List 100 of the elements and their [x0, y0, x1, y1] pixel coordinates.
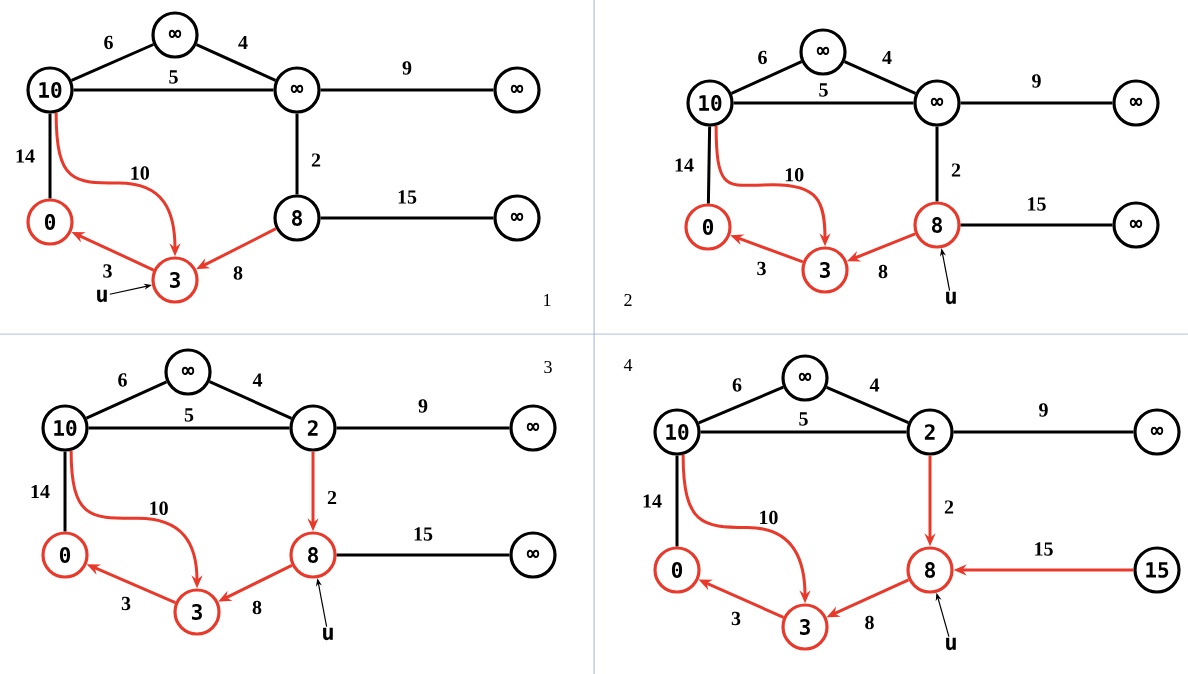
graph-edge [733, 101, 914, 105]
edge-label: 8 [877, 263, 889, 280]
graph-node: 8 [289, 531, 337, 579]
edge-label: 9 [401, 60, 413, 76]
pointer-label: u [97, 289, 107, 303]
graph-edge [320, 216, 494, 220]
graph-edge [953, 430, 1134, 434]
edge-label: 6 [731, 377, 743, 393]
graph-node: 8 [913, 201, 961, 249]
edge-label: 15 [396, 189, 418, 205]
edge-label: 14 [641, 493, 663, 509]
graph-node: 8 [273, 194, 321, 242]
edge-label: 15 [1032, 541, 1055, 557]
edge-label: 2 [943, 499, 955, 515]
edge-label: 14 [673, 157, 695, 173]
edge-label: 4 [251, 372, 264, 388]
graph-node: 3 [173, 588, 221, 636]
edge-label: 14 [29, 483, 51, 500]
edge-label: 6 [116, 372, 129, 388]
edge-label: 3 [120, 595, 132, 612]
graph-edge [700, 430, 907, 434]
graph-node: ∞ [1112, 79, 1160, 127]
graph-edge [336, 553, 510, 557]
graph-node: 3 [801, 246, 849, 294]
graph-edge [960, 223, 1113, 227]
edge-label: 9 [1030, 73, 1043, 89]
graph-edge [63, 451, 67, 532]
pointer-label: u [946, 291, 956, 305]
edge-label: 3 [755, 260, 768, 277]
graph-edge [88, 426, 290, 430]
graph-node: ∞ [1133, 408, 1181, 456]
edge-label: 6 [102, 34, 115, 51]
graph-edge [706, 126, 712, 204]
graph-node: ∞ [151, 11, 199, 59]
graph-node: ∞ [1112, 201, 1160, 249]
graph-node: 10 [26, 66, 74, 114]
graph-edge [295, 113, 299, 195]
graph-edge [195, 43, 277, 82]
graph-edge [675, 455, 679, 547]
graph-node: 10 [686, 79, 734, 127]
edge-label: 9 [1037, 402, 1050, 418]
graph-edge [320, 88, 494, 92]
graph-node: ∞ [509, 531, 557, 579]
graph-edge [336, 426, 510, 430]
edge-label: 5 [167, 69, 180, 85]
edge-label: 2 [326, 489, 338, 506]
edge-label: 5 [817, 82, 830, 98]
graph-edge [71, 43, 154, 82]
graph-node: 0 [26, 198, 74, 246]
graph-node: ∞ [913, 79, 961, 127]
graph-node: ∞ [799, 28, 847, 76]
edge-label: 4 [237, 34, 249, 51]
graph-edge [85, 380, 168, 420]
graph-edge [826, 385, 909, 424]
edge-label: 2 [310, 152, 322, 168]
edge-label: 9 [417, 398, 429, 414]
graph-edge [730, 60, 803, 95]
edge-label: 14 [14, 148, 36, 164]
panel-number: 2 [624, 294, 632, 306]
graph-node: 0 [653, 546, 701, 594]
graph-node: 3 [781, 603, 829, 651]
graph-node: ∞ [273, 66, 321, 114]
edge-label: 10 [128, 165, 151, 181]
graph-node: 10 [41, 404, 89, 452]
graph-node: 15 [1133, 546, 1181, 594]
graph-node: ∞ [781, 354, 829, 402]
graph-node: ∞ [164, 348, 212, 396]
graph-edge [698, 385, 784, 425]
edge-label: 6 [756, 49, 769, 66]
panel-number: 3 [544, 360, 552, 374]
edge-label: 10 [783, 167, 806, 183]
edge-label: 8 [232, 265, 244, 281]
graph-edge [73, 88, 274, 92]
panel-number: 4 [623, 359, 633, 371]
edge-label: 8 [863, 614, 876, 631]
edge-label: 15 [1025, 196, 1048, 212]
graph-node: 2 [289, 404, 337, 452]
graph-edge [960, 101, 1113, 105]
panel-number: 1 [544, 294, 551, 306]
graph-edge [48, 113, 52, 199]
edge-label: 4 [868, 377, 881, 393]
edge-label: 10 [757, 509, 780, 526]
graph-node: ∞ [493, 194, 541, 242]
edge-label: 15 [412, 526, 434, 542]
graph-edge [935, 126, 939, 202]
graph-node: 2 [906, 408, 954, 456]
graph-node: ∞ [509, 404, 557, 452]
edge-label: 5 [797, 411, 810, 427]
edge-label: 8 [251, 599, 263, 616]
edge-label: 5 [183, 407, 195, 423]
graph-edge [843, 60, 917, 95]
graph-node: ∞ [493, 66, 541, 114]
edge-label: 4 [881, 49, 893, 66]
graph-node: 0 [41, 531, 89, 579]
pointer-label: u [946, 637, 956, 651]
graph-node: 3 [151, 256, 199, 304]
graph-node: 0 [684, 203, 732, 251]
graph-node: 8 [906, 546, 954, 594]
graph-node: 10 [653, 408, 701, 456]
edge-label: 10 [147, 500, 170, 516]
